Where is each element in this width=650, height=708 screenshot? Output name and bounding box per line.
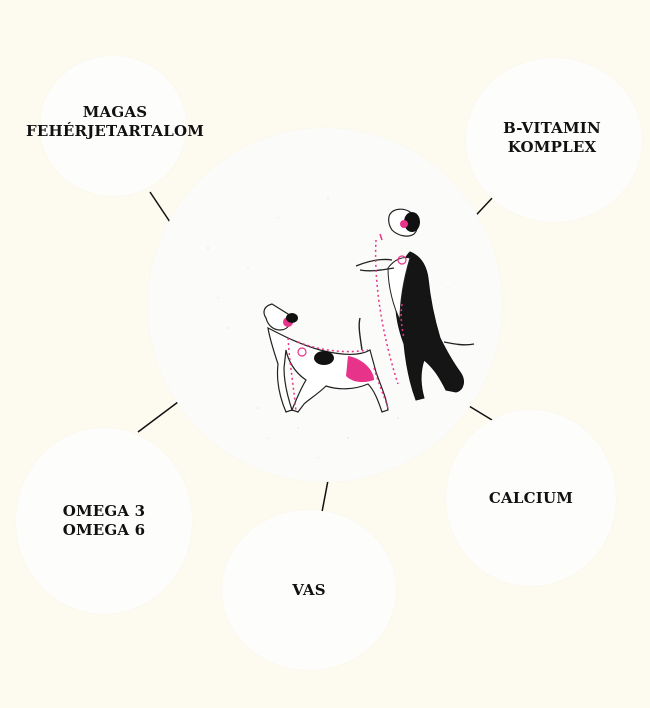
nutrient-label-omega: OMEGA 3 OMEGA 6 (62, 502, 146, 539)
nutrient-circle-omega: OMEGA 3 OMEGA 6 (16, 428, 192, 614)
nutrient-circle-magas: MAGAS FEHÉRJETARTALOM (26, 56, 204, 196)
dogs-illustration (207, 197, 475, 459)
nutrient-label-vas: VAS (292, 580, 326, 599)
nutrient-label-calcium: CALCIUM (488, 488, 574, 507)
center-circle (148, 128, 502, 482)
nutrient-label-bvit: B-VITAMIN KOMPLEX (503, 119, 601, 156)
nutrient-circle-bvit: B-VITAMIN KOMPLEX (466, 58, 642, 222)
nutrient-label-magas: MAGAS FEHÉRJETARTALOM (25, 103, 205, 140)
jumping-dog-icon (355, 208, 475, 401)
nutrient-circle-vas: VAS (222, 510, 396, 670)
nutrient-circle-calcium: CALCIUM (446, 410, 616, 586)
standing-dog-icon (263, 303, 389, 413)
